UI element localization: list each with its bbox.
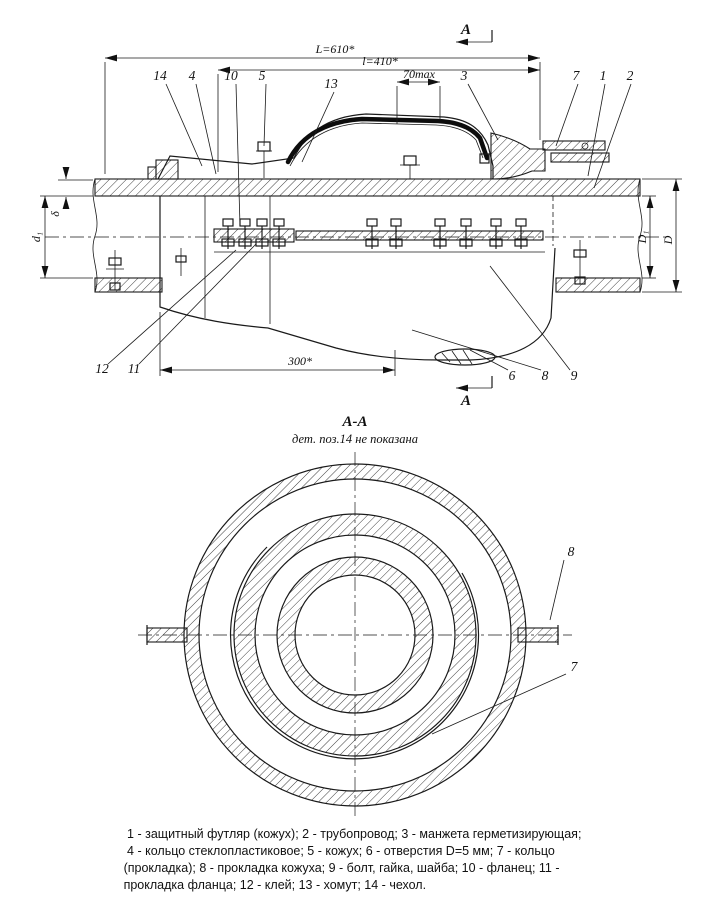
callout-7: 7	[573, 68, 581, 83]
left-clamp-block	[155, 159, 179, 180]
callout-9: 9	[571, 368, 578, 383]
bolt-lower-left	[106, 250, 124, 291]
gasket-ring-arc	[229, 546, 480, 760]
inner-pipe-bore	[294, 574, 416, 696]
outer-casing-inner-edge	[198, 478, 512, 792]
bolt-lower-left-2	[175, 248, 187, 276]
callout-13: 13	[324, 76, 338, 91]
pipe-bottom-wall-left	[94, 277, 163, 293]
section-mark-bottom: А	[456, 376, 493, 409]
legend-line-1: 1 - защитный футляр (кожух); 2 - трубопр…	[123, 827, 582, 841]
callout-1: 1	[600, 68, 607, 83]
dimension-300: 300*	[159, 312, 396, 376]
section-callout-8: 8	[568, 544, 575, 559]
technical-drawing-svg: L=610* l=410* 70max 300* δ	[29, 22, 682, 818]
section-callout-7: 7	[571, 659, 579, 674]
dim-l-label: l=410*	[362, 54, 397, 68]
dimension-d1: d₁	[29, 196, 93, 279]
dim-L-label: L=610*	[315, 42, 355, 56]
dimension-delta: δ	[40, 167, 93, 217]
dimension-L: L=610*	[104, 42, 541, 174]
section-mark-top: А	[456, 22, 493, 46]
ring-strip-upper	[542, 140, 606, 151]
callout-8: 8	[542, 368, 549, 383]
callout-3: 3	[460, 68, 468, 83]
casing-outline	[157, 113, 494, 180]
casing-inner-line	[289, 122, 484, 167]
section-mark-top-label: А	[460, 22, 471, 38]
callout-14: 14	[153, 68, 167, 83]
gasket-bar-left	[146, 625, 188, 645]
callout-4: 4	[189, 68, 196, 83]
section-title: А-А	[341, 414, 367, 430]
dimension-70max: 70max	[396, 67, 441, 124]
section-mark-bottom-label: А	[460, 393, 471, 409]
callout-2: 2	[627, 68, 634, 83]
callouts-top: 14 4 10 5 13 3 7 1 2	[153, 68, 634, 227]
callout-10: 10	[224, 68, 238, 83]
callouts-bottom: 12 11 6 8 9	[95, 243, 578, 383]
dimension-D: D	[642, 178, 682, 293]
dimension-l: l=410*	[217, 54, 540, 172]
section-callouts: 8 7	[431, 544, 579, 735]
gasket-strip	[295, 230, 544, 241]
section-note: дет. поз.14 не показана	[292, 432, 418, 446]
dim-delta-label: δ	[48, 211, 62, 217]
dim-70max-label: 70max	[403, 67, 436, 81]
pipe-bottom-wall-right	[555, 277, 641, 293]
dim-300-label: 300*	[287, 354, 312, 368]
legend-line-3: (прокладка); 8 - прокладка кожуха; 9 - б…	[123, 861, 560, 875]
assembly-view: L=610* l=410* 70max 300* δ	[29, 22, 682, 409]
sealing-cuff	[490, 132, 546, 180]
middle-ring-outer-edge	[233, 513, 477, 757]
inner-pipe-outer-edge	[276, 556, 434, 714]
clamp-bolt	[256, 141, 272, 178]
section-view: А-А дет. поз.14 не показана	[138, 414, 579, 818]
cover-thick-line	[285, 116, 490, 165]
callout-11: 11	[128, 361, 141, 376]
bolt-lower-right	[573, 240, 587, 285]
pipe-break-right	[637, 178, 643, 293]
left-ring-block	[147, 166, 157, 180]
callout-6: 6	[509, 368, 516, 383]
legend-line-2: 4 - кольцо стеклопластиковое; 5 - кожух;…	[123, 844, 555, 858]
pipe-break-left	[92, 178, 98, 293]
dimension-D1: D₁	[635, 195, 656, 279]
hump-bolt	[400, 155, 420, 179]
legend-line-4: прокладка фланца; 12 - клей; 13 - хомут;…	[123, 878, 427, 892]
dim-D1-label: D₁	[635, 231, 649, 245]
dim-d1-label: d₁	[29, 232, 43, 242]
callout-12: 12	[95, 361, 109, 376]
middle-ring-inner-edge	[254, 534, 456, 736]
flange-plate	[213, 228, 295, 243]
callout-5: 5	[259, 68, 266, 83]
gasket-bar-right	[517, 625, 559, 645]
ring-bolt	[581, 142, 589, 150]
small-fitting	[479, 153, 490, 164]
drain-hole	[434, 348, 496, 366]
parts-legend: 1 - защитный футляр (кожух); 2 - трубопр…	[124, 826, 582, 894]
dim-D-label: D	[661, 235, 675, 245]
pipe-top-wall	[94, 178, 641, 197]
ring-strip-lower	[550, 152, 610, 163]
lower-casing-outline	[159, 196, 556, 361]
